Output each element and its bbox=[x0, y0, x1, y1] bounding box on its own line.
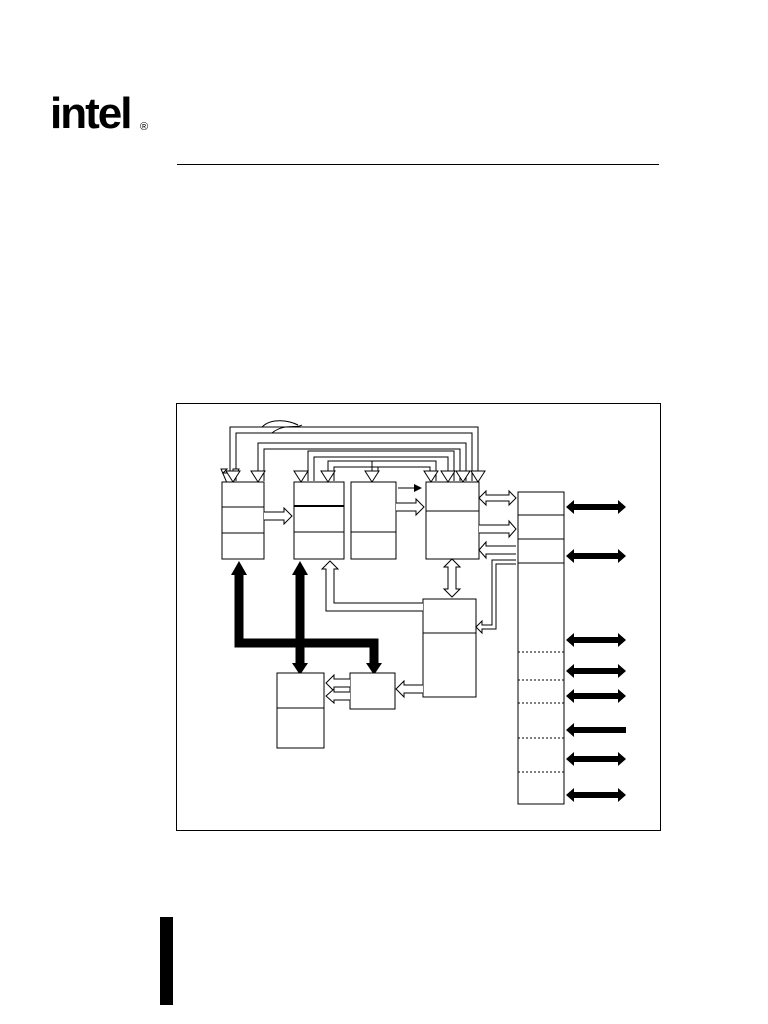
margin-change-bar bbox=[160, 917, 173, 1005]
arrow-d-e-bidir bbox=[442, 558, 462, 598]
intel-logo: intel ® bbox=[50, 86, 156, 148]
port-block bbox=[517, 491, 565, 805]
arrow-e-to-f bbox=[395, 679, 423, 699]
arrow-d-port-bidir bbox=[478, 489, 517, 507]
block-d bbox=[425, 481, 480, 560]
block-e bbox=[422, 598, 477, 698]
arrow-e-to-b bbox=[320, 560, 423, 612]
thick-bus bbox=[231, 561, 382, 675]
registered-mark: ® bbox=[140, 121, 148, 133]
logo-wordmark: intel bbox=[50, 89, 130, 138]
intel-logo-mark: intel ® bbox=[50, 89, 148, 138]
block-c bbox=[350, 481, 397, 560]
header-rule bbox=[177, 164, 659, 165]
arrows-f-to-g bbox=[325, 673, 350, 705]
arrow-c-to-d bbox=[396, 497, 425, 517]
block-diagram-canvas bbox=[176, 403, 661, 831]
top-bus-lines bbox=[229, 420, 479, 481]
block-b bbox=[293, 481, 345, 560]
block-g bbox=[276, 672, 325, 749]
external-io-arrows bbox=[566, 500, 626, 802]
block-diagram bbox=[176, 403, 661, 831]
arrow-port-to-e bbox=[475, 559, 516, 635]
arrow-port-to-d bbox=[478, 540, 516, 560]
block-f bbox=[349, 672, 396, 710]
block-a bbox=[221, 481, 265, 560]
diagram-frame bbox=[176, 403, 661, 831]
arrow-d-to-port bbox=[479, 519, 517, 539]
top-arrow-heads bbox=[220, 468, 486, 484]
arrow-a-to-b bbox=[264, 506, 293, 526]
